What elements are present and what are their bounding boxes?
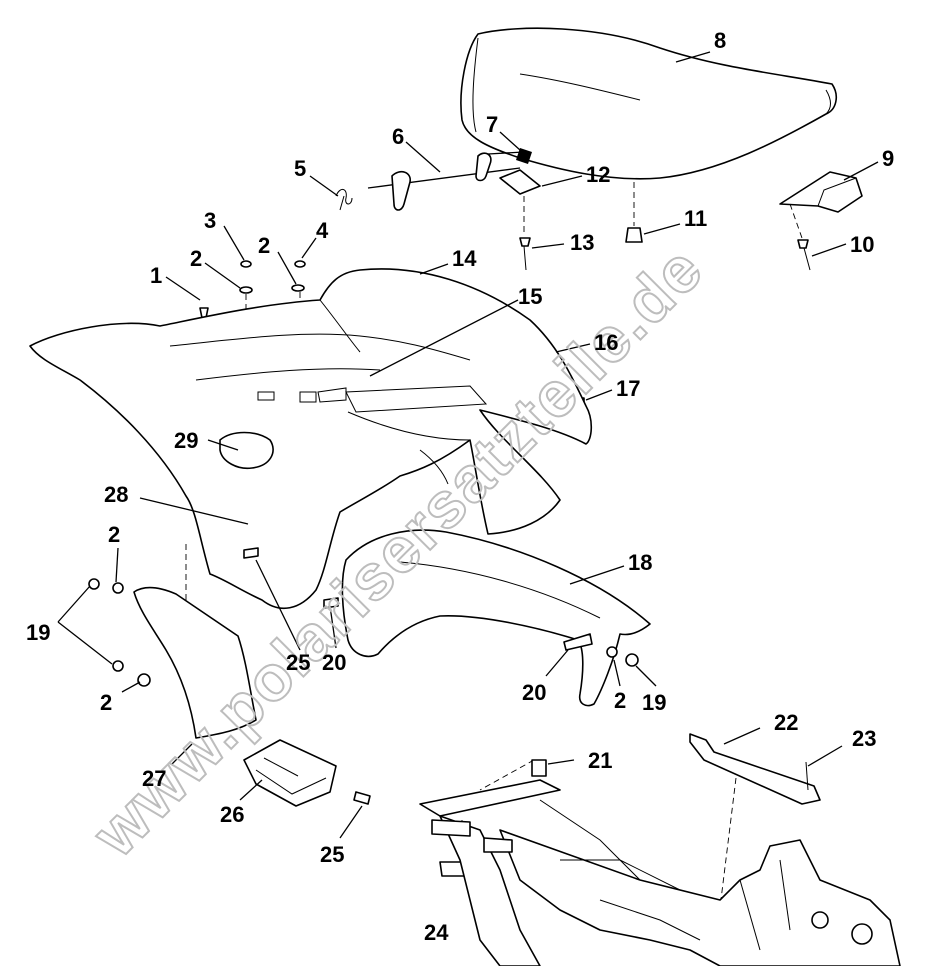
light-bracket [219,431,274,470]
latch-plate [499,169,541,195]
fasteners-top [199,227,811,409]
callout-19: 19 [26,620,50,645]
callout-2: 2 [108,522,120,547]
callout-22: 22 [774,710,798,735]
callout-20: 20 [522,680,546,705]
callout-20: 20 [322,650,346,675]
callout-1: 1 [150,263,162,288]
callout-25: 25 [286,650,310,675]
callout-2: 2 [190,246,202,271]
leader-lines [57,51,879,839]
fasteners-lower [88,547,639,805]
seat [460,27,838,180]
callout-16: 16 [594,330,618,355]
grommet [531,759,547,777]
callout-labels: 1 2 2 3 4 5 6 7 8 9 10 11 12 13 14 15 16… [26,28,894,945]
callout-8: 8 [714,28,726,53]
callout-17: 17 [616,376,640,401]
latch-spring [335,189,353,211]
callout-2: 2 [258,233,270,258]
callout-13: 13 [570,230,594,255]
callout-25: 25 [320,842,344,867]
callout-24: 24 [424,920,449,945]
callout-5: 5 [294,156,306,181]
callout-21: 21 [588,748,612,773]
callout-14: 14 [452,246,477,271]
callout-7: 7 [486,112,498,137]
callout-28: 28 [104,482,128,507]
callout-19: 19 [642,690,666,715]
callout-23: 23 [852,726,876,751]
callout-26: 26 [220,802,244,827]
footrest-bracket [243,739,337,807]
rear-fender [29,268,593,609]
callout-3: 3 [204,208,216,233]
callout-6: 6 [392,124,404,149]
side-panel [341,529,651,707]
callout-18: 18 [628,550,652,575]
callout-27: 27 [142,766,166,791]
callout-15: 15 [518,284,542,309]
callout-11: 11 [684,206,707,231]
seat-latch-rod [367,151,525,211]
callout-4: 4 [316,218,329,243]
callout-2: 2 [100,690,112,715]
rear-bracket [689,733,821,805]
callout-10: 10 [850,232,874,257]
callout-29: 29 [174,428,198,453]
latch-knob [516,148,532,164]
callout-9: 9 [882,146,894,171]
frame [419,779,901,966]
callout-2: 2 [614,688,626,713]
callout-12: 12 [586,162,610,187]
mud-flap [133,586,257,739]
seat-bracket [779,171,863,213]
